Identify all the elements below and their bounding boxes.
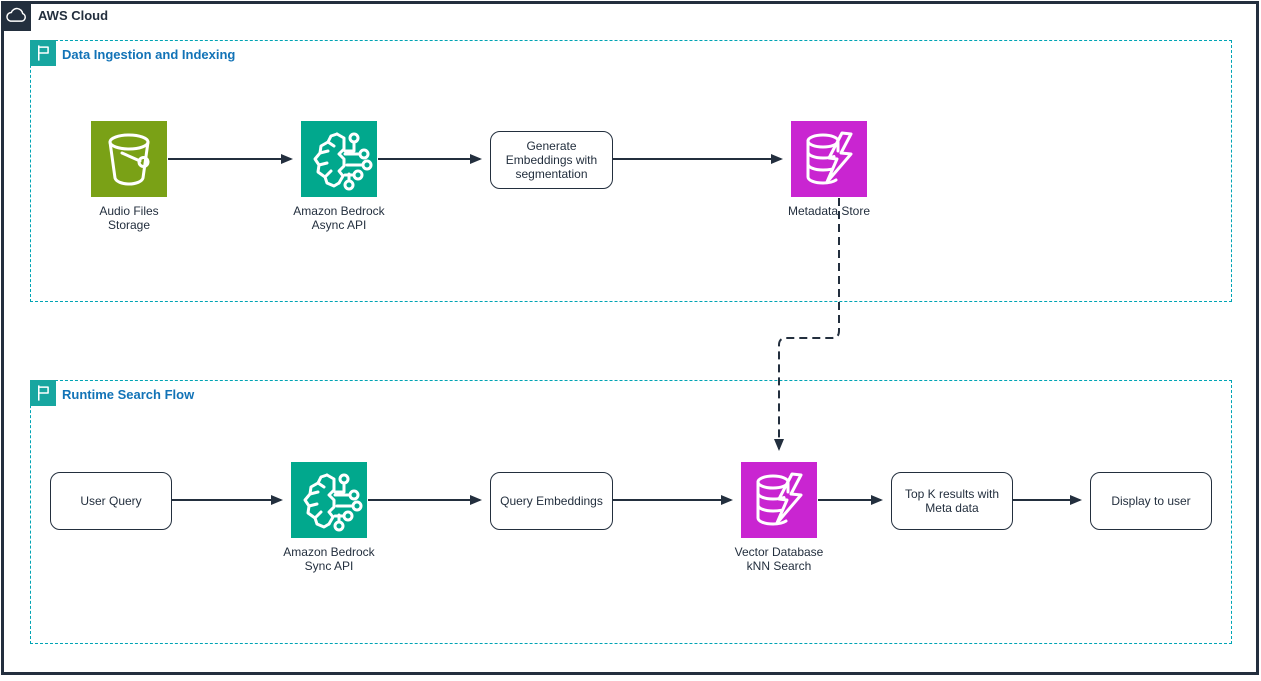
node-label-bedrock-async: Amazon Bedrock Async API [293, 204, 385, 233]
bedrock-brain-icon [301, 121, 377, 197]
node-bedrock-async[interactable] [301, 121, 377, 197]
cloud-icon [1, 1, 31, 31]
flag-icon [30, 380, 56, 406]
node-label-vector-database: Vector Database kNN Search [734, 545, 824, 574]
process-label: Generate Embeddings with segmentation [505, 138, 598, 182]
process-label: User Query [80, 493, 142, 508]
flag-icon [30, 40, 56, 66]
node-top-k-results[interactable]: Top K results with Meta data [891, 472, 1013, 530]
bedrock-brain-icon [291, 462, 367, 538]
node-bedrock-sync[interactable] [291, 462, 367, 538]
s3-bucket-icon [91, 121, 167, 197]
page-title: AWS Cloud [38, 8, 109, 23]
node-query-embeddings[interactable]: Query Embeddings [490, 472, 613, 530]
node-label-audio-files: Audio Files Storage [99, 204, 159, 233]
process-label: Query Embeddings [500, 493, 603, 508]
node-audio-files-storage[interactable] [91, 121, 167, 197]
group-label-runtime-search: Runtime Search Flow [62, 387, 195, 402]
node-vector-database[interactable] [741, 462, 817, 538]
node-label-metadata-store: Metadata Store [787, 204, 871, 218]
process-label: Top K results with Meta data [904, 486, 1000, 515]
node-user-query[interactable]: User Query [50, 472, 172, 530]
process-label: Display to user [1111, 493, 1191, 508]
database-lightning-icon [791, 121, 867, 197]
node-generate-embeddings[interactable]: Generate Embeddings with segmentation [490, 131, 613, 189]
group-label-data-ingestion: Data Ingestion and Indexing [62, 47, 236, 62]
node-display-to-user[interactable]: Display to user [1090, 472, 1212, 530]
group-data-ingestion[interactable] [30, 40, 1232, 302]
database-lightning-icon [741, 462, 817, 538]
group-runtime-search[interactable] [30, 380, 1232, 644]
dashed-arrow-metadata-to-vectordb [774, 198, 840, 451]
node-label-bedrock-sync: Amazon Bedrock Sync API [283, 545, 375, 574]
node-metadata-store[interactable] [791, 121, 867, 197]
